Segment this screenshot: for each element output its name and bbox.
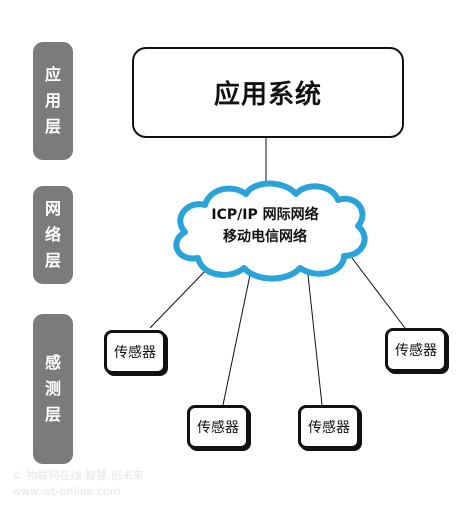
application-layer-label: 应 用 层	[33, 42, 73, 160]
sensing-layer-label: 感 测 层	[33, 314, 73, 464]
sensor-node: 传感器	[104, 330, 166, 374]
cloud-line-2: 移动电信网络	[223, 229, 307, 245]
network-layer-label: 网 络 层	[33, 186, 73, 284]
watermark-line-2: www.iot-online.com	[12, 485, 121, 498]
sensor-node: 传感器	[187, 405, 249, 449]
watermark-line-1: © 物联网在线 智慧.创未来	[12, 469, 144, 482]
layer-char: 用	[44, 91, 61, 110]
layer-char: 感	[44, 353, 61, 372]
sensor-node: 传感器	[385, 328, 447, 372]
sensor-label: 传感器	[197, 420, 239, 436]
cloud-to-sensor-1-line	[149, 267, 209, 329]
layer-char: 网	[44, 199, 61, 218]
layer-char: 层	[44, 117, 61, 136]
layer-char: 测	[44, 379, 61, 398]
watermark: © 物联网在线 智慧.创未来 www.iot-online.com	[12, 468, 144, 500]
layer-char: 应	[44, 65, 61, 84]
layer-char: 层	[44, 251, 61, 270]
cloud-to-sensor-2-line	[351, 257, 406, 329]
application-system-label: 应用系统	[213, 80, 322, 110]
sensor-label: 传感器	[114, 345, 156, 361]
cloud-to-sensor-3-line	[222, 274, 251, 406]
layer-char: 层	[44, 405, 61, 424]
sensor-label: 传感器	[395, 343, 437, 359]
layer-char: 络	[44, 225, 61, 244]
application-system-box: 应用系统	[132, 47, 404, 138]
cloud-to-sensor-4-line	[307, 274, 323, 406]
sensor-label: 传感器	[308, 420, 350, 436]
sensor-node: 传感器	[298, 405, 360, 449]
network-cloud-shape	[173, 180, 368, 282]
network-cloud-label: ICP/IP 网际网络 移动电信网络	[185, 204, 345, 248]
cloud-line-1: ICP/IP 网际网络	[211, 207, 319, 223]
